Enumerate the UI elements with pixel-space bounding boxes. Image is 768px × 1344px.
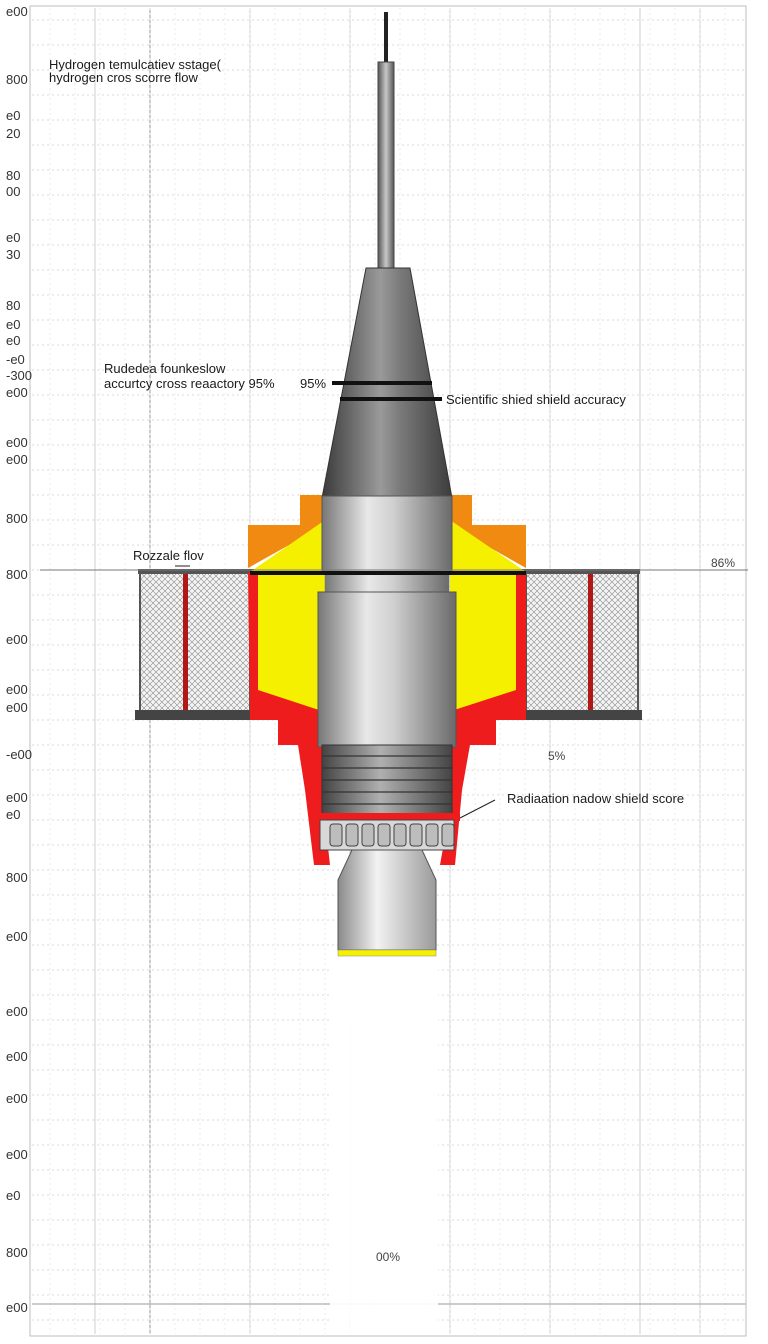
top-title-line2: hydrogen cros scorre flow — [49, 70, 198, 85]
y-tick-label: e00 — [6, 700, 28, 715]
bottom-percent-label: 00% — [376, 1250, 400, 1264]
y-tick-label: e00 — [6, 1049, 28, 1064]
left-label-line1: Rudedea founkeslow — [104, 361, 226, 376]
antenna-wire — [384, 12, 388, 64]
y-tick-label: e00 — [6, 452, 28, 467]
y-axis-tick-labels: e00800e0208000e03080e0e0-e0-300e00e00e00… — [6, 4, 32, 1315]
y-tick-label: 80 — [6, 168, 20, 183]
right-red-jacket — [440, 572, 526, 865]
left-label-line2: accurtcy cross reaactory 95% — [104, 376, 275, 391]
y-tick-label: 30 — [6, 247, 20, 262]
left-label-percent: 95% — [300, 376, 326, 391]
radiation-shield-label: Radiaation nadow shield score — [507, 791, 684, 806]
radiation-leader-line — [459, 799, 496, 819]
y-tick-label: e00 — [6, 4, 28, 19]
y-tick-label: -e0 — [6, 352, 25, 367]
y-tick-label: e00 — [6, 929, 28, 944]
injector-nozzle — [345, 823, 359, 847]
y-tick-label: e00 — [6, 385, 28, 400]
y-tick-label: e0 — [6, 807, 20, 822]
y-tick-label: e00 — [6, 1004, 28, 1019]
y-tick-label: 800 — [6, 870, 28, 885]
cone-band-upper — [332, 381, 432, 385]
injector-nozzle — [425, 823, 439, 847]
y-tick-label: e00 — [6, 435, 28, 450]
nozzle-exit-rim — [337, 949, 437, 957]
y-tick-label: 800 — [6, 511, 28, 526]
injector-ring — [312, 813, 460, 851]
y-tick-label: e0 — [6, 108, 20, 123]
diagram-frame — [29, 5, 747, 1337]
injector-nozzle — [441, 823, 455, 847]
y-tick-label: -300 — [6, 368, 32, 383]
upper-body-section — [321, 495, 453, 575]
shield-accuracy-label: Scientific shied shield accuracy — [446, 392, 626, 407]
engine-nozzle — [337, 849, 437, 951]
left-red-jacket — [248, 572, 330, 865]
y-tick-label: e00 — [6, 682, 28, 697]
y-tick-label: 800 — [6, 567, 28, 582]
y-tick-label: e0 — [6, 317, 20, 332]
injector-nozzle — [377, 823, 391, 847]
mid-percent-label: 5% — [548, 749, 566, 763]
top-title-line1: Hydrogen temulcatiev sstage( — [49, 57, 222, 72]
y-tick-label: e0 — [6, 1188, 20, 1203]
right-mesh-shield — [525, 571, 639, 715]
y-tick-label: e00 — [6, 1300, 28, 1315]
probe-rod — [377, 61, 395, 273]
y-tick-label: e00 — [6, 1091, 28, 1106]
right-percent-label: 86% — [711, 556, 735, 570]
y-tick-label: e00 — [6, 790, 28, 805]
right-orange-collar — [450, 495, 526, 568]
injector-nozzle — [361, 823, 375, 847]
ribbed-section — [321, 744, 453, 816]
body-band — [250, 571, 526, 575]
nozzle-flow-label: Rozzale flov — [133, 548, 204, 563]
exhaust-plume — [330, 955, 438, 1335]
injector-nozzle — [409, 823, 423, 847]
body-neck — [324, 573, 450, 595]
y-tick-label: e0 — [6, 333, 20, 348]
y-tick-label: 20 — [6, 126, 20, 141]
injector-nozzle — [393, 823, 407, 847]
injector-nozzle — [329, 823, 343, 847]
y-tick-label: 800 — [6, 72, 28, 87]
lower-body-section — [317, 591, 457, 748]
y-tick-label: 800 — [6, 1245, 28, 1260]
left-orange-collar — [248, 495, 325, 568]
right-yellow-lower — [450, 572, 526, 712]
cone-band-lower — [340, 397, 442, 401]
left-mesh-shield — [139, 571, 251, 715]
y-tick-label: 80 — [6, 298, 20, 313]
y-tick-label: e00 — [6, 1147, 28, 1162]
y-tick-label: e0 — [6, 230, 20, 245]
y-tick-label: e00 — [6, 632, 28, 647]
left-yellow-lower — [250, 572, 325, 712]
y-tick-label: 00 — [6, 184, 20, 199]
y-tick-label: -e00 — [6, 747, 32, 762]
